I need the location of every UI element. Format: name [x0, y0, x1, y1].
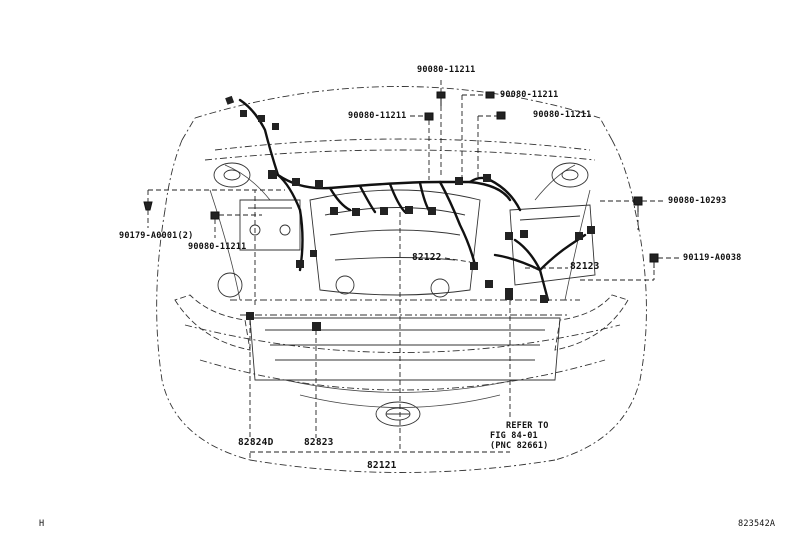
reference-note-line1: REFER TO: [506, 421, 549, 431]
label-clamp-left-lower: 90080-11211: [188, 242, 247, 252]
label-bolt-right-upper: 90080-10293: [668, 196, 727, 206]
strut-tower-left: [213, 162, 251, 188]
label-wire-82823: 82823: [304, 437, 334, 448]
footer-left-code: H: [39, 519, 45, 529]
strut-tower-right: [551, 162, 589, 188]
reference-note-line3: (PNC 82661): [490, 441, 549, 451]
reference-note: REFER TO FIG 84-01 (PNC 82661): [490, 421, 549, 451]
label-wire-82123: 82123: [570, 261, 600, 272]
label-wire-82824d: 82824D: [238, 437, 274, 448]
label-clamp-left-mid: 90080-11211: [348, 111, 407, 121]
leader-lines: [147, 80, 680, 458]
fastener-icons: [143, 91, 659, 268]
engine-components: [217, 189, 596, 381]
label-wire-82121: 82121: [367, 460, 397, 471]
label-clamp-top-right: 90080-11211: [500, 90, 559, 100]
label-clip-left: 90179-A0001(2): [119, 231, 194, 241]
label-clamp-top: 90080-11211: [417, 65, 476, 75]
reference-note-line2: FIG 84-01: [490, 431, 538, 441]
label-clamp-right-mid: 90080-11211: [533, 110, 592, 120]
footer-illustration-number: 823542A: [738, 519, 776, 529]
connector-blocks: [225, 95, 595, 331]
label-wire-82122: 82122: [412, 252, 442, 263]
headlamp-left: [174, 294, 251, 351]
vehicle-body-outline: [156, 86, 647, 473]
headlamp-right: [554, 294, 629, 351]
label-bolt-right-lower: 90119-A0038: [683, 253, 742, 263]
emblem: [375, 401, 421, 427]
